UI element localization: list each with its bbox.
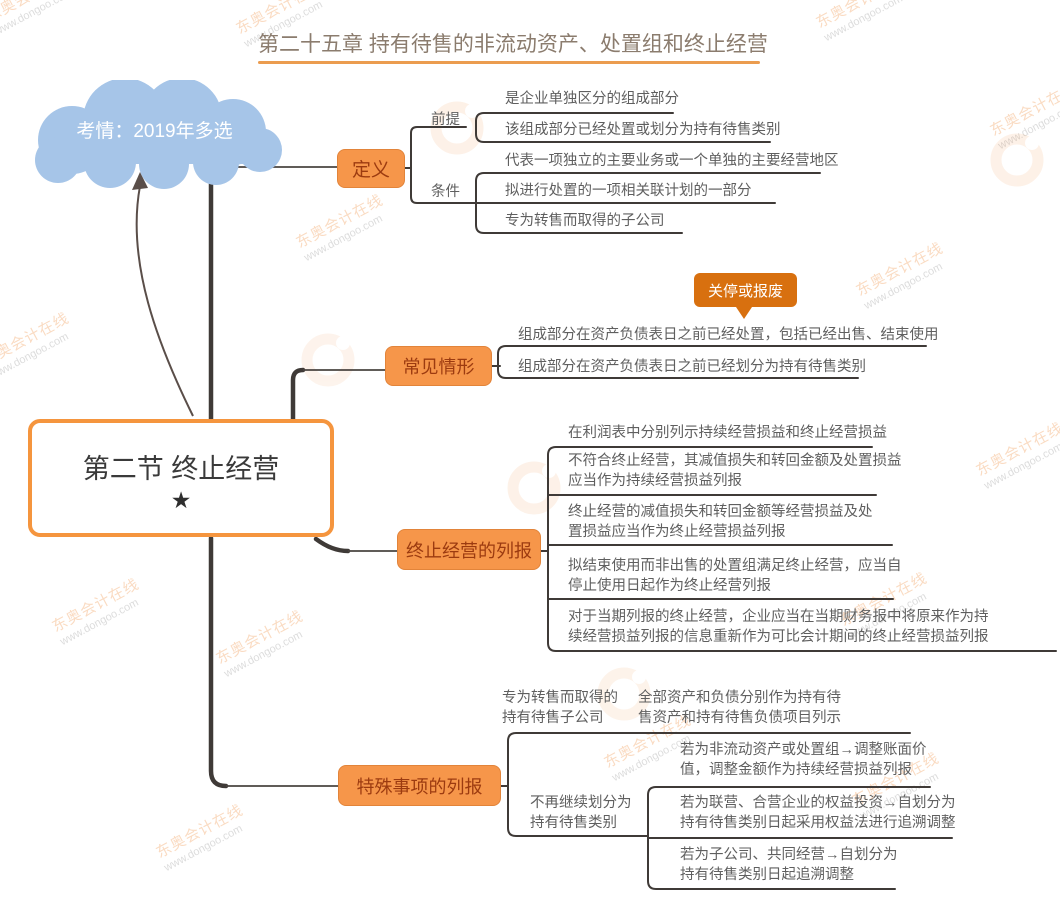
topic-definition-condition-2[interactable]: 拟进行处置的一项相关联计划的一部分: [505, 183, 752, 199]
topic-special-group1-item[interactable]: 全部资产和负债分别作为持有待 售资产和持有待售负债项目列示: [638, 690, 841, 726]
topic-special-group2-item-1[interactable]: 若为非流动资产或处置组→调整账面价 值，调整金额作为持续经营损益列报: [680, 742, 927, 778]
branch-definition[interactable]: 定义: [337, 149, 405, 188]
central-topic-title: 第二节 终止经营: [82, 453, 280, 484]
topic-special-group2-item-2[interactable]: 若为联营、合营企业的权益投资→自划分为 持有待售类别日起采用权益法进行追溯调整: [680, 795, 956, 831]
topic-special-group2-item-3[interactable]: 若为子公司、共同经营→自划分为 持有待售类别日起追溯调整: [680, 847, 898, 883]
topic-presentation-2[interactable]: 不符合终止经营，其减值损失和转回金额及处置损益 应当作为持续经营损益列报: [568, 453, 902, 489]
label-acquired-for-resale[interactable]: 专为转售而取得的 持有待售子公司: [502, 690, 618, 726]
callout-pointer-icon: [736, 307, 752, 319]
branch-special-items[interactable]: 特殊事项的列报: [338, 765, 501, 806]
label-condition[interactable]: 条件: [431, 184, 460, 200]
cloud-shape-icon: [35, 78, 282, 189]
star-icon: ★: [170, 486, 192, 513]
title-underline: [258, 61, 760, 64]
branch-common-cases[interactable]: 常见情形: [385, 346, 492, 386]
topic-presentation-1[interactable]: 在利润表中分别列示持续经营损益和终止经营损益: [568, 425, 887, 441]
topic-common-case-1[interactable]: 组成部分在资产负债表日之前已经处置，包括已经出售、结束使用: [518, 327, 939, 343]
label-no-longer-held-for-sale[interactable]: 不再继续划分为 持有待售类别: [530, 795, 632, 831]
callout-shutdown-or-scrap[interactable]: 关停或报废: [694, 273, 797, 319]
topic-common-case-2[interactable]: 组成部分在资产负债表日之前已经划分为持有待售类别: [518, 359, 866, 375]
topic-definition-condition-3[interactable]: 专为转售而取得的子公司: [505, 213, 665, 229]
callout-text: 关停或报废: [707, 282, 783, 300]
topic-definition-condition-1[interactable]: 代表一项独立的主要业务或一个单独的主要经营地区: [505, 153, 839, 169]
topic-definition-premise-2[interactable]: 该组成部分已经处置或划分为持有待售类别: [505, 122, 781, 138]
topic-presentation-3[interactable]: 终止经营的减值损失和转回金额等经营损益及处 置损益应当作为终止经营损益列报: [568, 504, 873, 540]
central-topic[interactable]: 第二节 终止经营 ★: [28, 419, 334, 537]
exam-note-cloud[interactable]: 考情：2019年多选: [22, 78, 287, 190]
chapter-title: 第二十五章 持有待售的非流动资产、处置组和终止经营: [258, 33, 768, 56]
curved-arrow-icon: [132, 172, 194, 417]
branch-presentation[interactable]: 终止经营的列报: [397, 529, 541, 570]
exam-note-text: 考情：2019年多选: [76, 121, 233, 142]
label-premise[interactable]: 前提: [431, 112, 460, 128]
topic-presentation-5[interactable]: 对于当期列报的终止经营，企业应当在当期财务报中将原来作为持 续经营损益列报的信息…: [568, 609, 989, 645]
topic-definition-premise-1[interactable]: 是企业单独区分的组成部分: [505, 91, 679, 107]
topic-presentation-4[interactable]: 拟结束使用而非出售的处置组满足终止经营，应当自 停止使用日起作为终止经营列报: [568, 558, 902, 594]
